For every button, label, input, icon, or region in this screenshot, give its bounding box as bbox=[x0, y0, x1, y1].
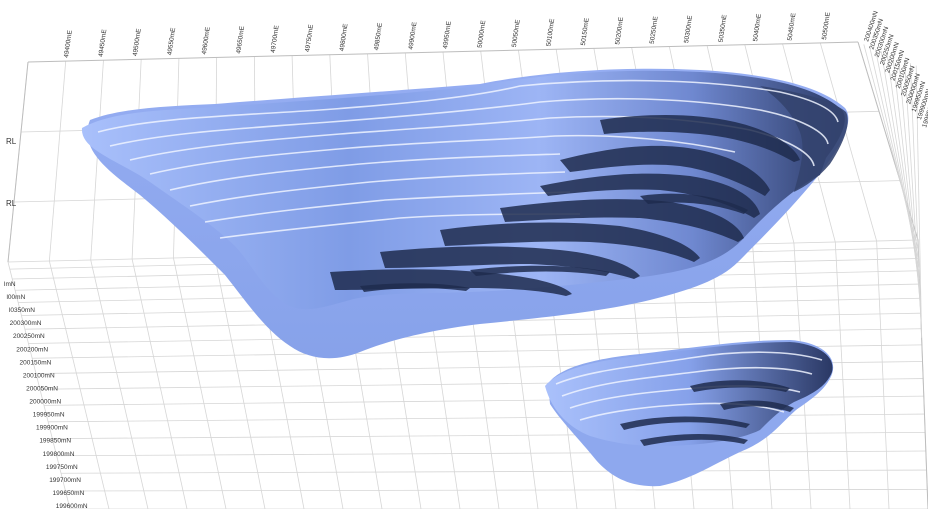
floor-grid-line bbox=[52, 431, 926, 440]
wall-grid-line bbox=[90, 60, 104, 261]
northing-tick-label: 199800mN bbox=[43, 451, 75, 458]
floor-grid-line bbox=[28, 328, 922, 344]
easting-tick-label: 50050mE bbox=[511, 18, 522, 47]
easting-tick-label: 49600mE bbox=[201, 26, 212, 55]
easting-tick-label: 50300mE bbox=[683, 14, 694, 43]
floor-grid-line bbox=[214, 256, 266, 509]
easting-tick-label: 49950mE bbox=[442, 20, 453, 49]
easting-axis-labels: 49400mE 49450mE 49500mE 49550mE 49600mE 49650… bbox=[63, 11, 832, 58]
northing-tick-label: 199950mN bbox=[33, 412, 65, 419]
floor-grid-line bbox=[61, 469, 927, 474]
easting-tick-label: 50400mE bbox=[752, 13, 763, 42]
easting-tick-label: 50150mE bbox=[580, 17, 591, 46]
side-grid-line bbox=[909, 63, 922, 329]
easting-tick-label: 50250mE bbox=[649, 15, 660, 44]
northing-tick-label: 199650mN bbox=[52, 490, 84, 497]
small-pit-floor-strata bbox=[620, 380, 794, 446]
easting-tick-label: 49550mE bbox=[166, 27, 177, 56]
easting-tick-label: 50450mE bbox=[787, 12, 798, 41]
northing-tick-label: 199600mN bbox=[56, 503, 88, 509]
floor-grid-line bbox=[56, 450, 926, 457]
northing-tick-label: 200300mN bbox=[10, 320, 42, 327]
frame-left bbox=[7, 61, 29, 263]
floor-grid-line bbox=[48, 260, 110, 509]
northing-tick-label: 199850mN bbox=[39, 438, 71, 445]
northing-tick-label: 200150mN bbox=[20, 359, 52, 366]
northing-tick-label: 200250mN bbox=[13, 333, 45, 340]
northing-tick-label: 200200mN bbox=[16, 346, 48, 353]
floor-grid-line bbox=[834, 241, 851, 509]
floor-grid-line bbox=[90, 259, 149, 509]
rl-label-upper: RL bbox=[6, 137, 17, 146]
floor-grid-line bbox=[131, 258, 188, 509]
easting-tick-label: 49500mE bbox=[132, 27, 143, 56]
side-grid-line bbox=[904, 60, 922, 319]
easting-tick-label: 50000mE bbox=[477, 19, 488, 48]
large-pit-floor-strata bbox=[330, 115, 800, 296]
frame-top bbox=[27, 41, 859, 63]
easting-tick-label: 49850mE bbox=[373, 22, 384, 51]
northing-tick-label: l00mN bbox=[6, 294, 25, 301]
northing-tick-label: lmN bbox=[4, 281, 16, 288]
northing-axis-labels-right: 200400mN200350mN200300mN200250mN200200mN… bbox=[863, 10, 928, 129]
wall-grid-line bbox=[819, 42, 878, 242]
large-pit[interactable] bbox=[81, 68, 849, 359]
floor-grid-line bbox=[173, 257, 227, 509]
easting-tick-label: 49400mE bbox=[63, 29, 74, 58]
easting-tick-label: 49750mE bbox=[304, 23, 315, 52]
easting-tick-label: 50350mE bbox=[718, 14, 729, 43]
frame-right bbox=[857, 41, 919, 241]
floor-grid-line bbox=[7, 261, 71, 509]
northing-axis-labels-left: lmN l00mN l0350mN 200300mN 200250mN 200200mN 2… bbox=[4, 281, 88, 509]
large-pit-east-wall-shadow bbox=[760, 86, 848, 192]
small-pit[interactable] bbox=[545, 340, 834, 487]
northing-tick-label: 199900mN bbox=[36, 425, 68, 432]
easting-tick-label: 50500mE bbox=[821, 11, 832, 40]
northing-tick-label: l0350mN bbox=[9, 307, 35, 314]
rl-label-lower: RL bbox=[6, 199, 17, 208]
easting-tick-label: 49650mE bbox=[235, 25, 246, 54]
easting-tick-label: 49450mE bbox=[98, 28, 109, 57]
side-grid-line bbox=[898, 58, 921, 309]
northing-tick-label: 200050mN bbox=[26, 385, 58, 392]
northing-tick-label: 199700mN bbox=[49, 477, 81, 484]
floor-grid-line bbox=[65, 488, 928, 492]
floor-grid-line bbox=[876, 240, 890, 509]
side-grid-line bbox=[892, 56, 921, 299]
easting-tick-label: 49900mE bbox=[408, 21, 419, 50]
wall-grid-line bbox=[48, 61, 67, 262]
easting-tick-label: 49800mE bbox=[339, 23, 350, 52]
northing-tick-label: 199750mN bbox=[46, 464, 78, 471]
easting-tick-label: 49700mE bbox=[270, 24, 281, 53]
side-grid-line bbox=[915, 65, 923, 338]
northing-tick-label: 200000mN bbox=[29, 399, 61, 406]
northing-tick-label: 200100mN bbox=[23, 372, 55, 379]
easting-tick-label: 50200mE bbox=[614, 16, 625, 45]
easting-tick-label: 50100mE bbox=[545, 18, 556, 47]
